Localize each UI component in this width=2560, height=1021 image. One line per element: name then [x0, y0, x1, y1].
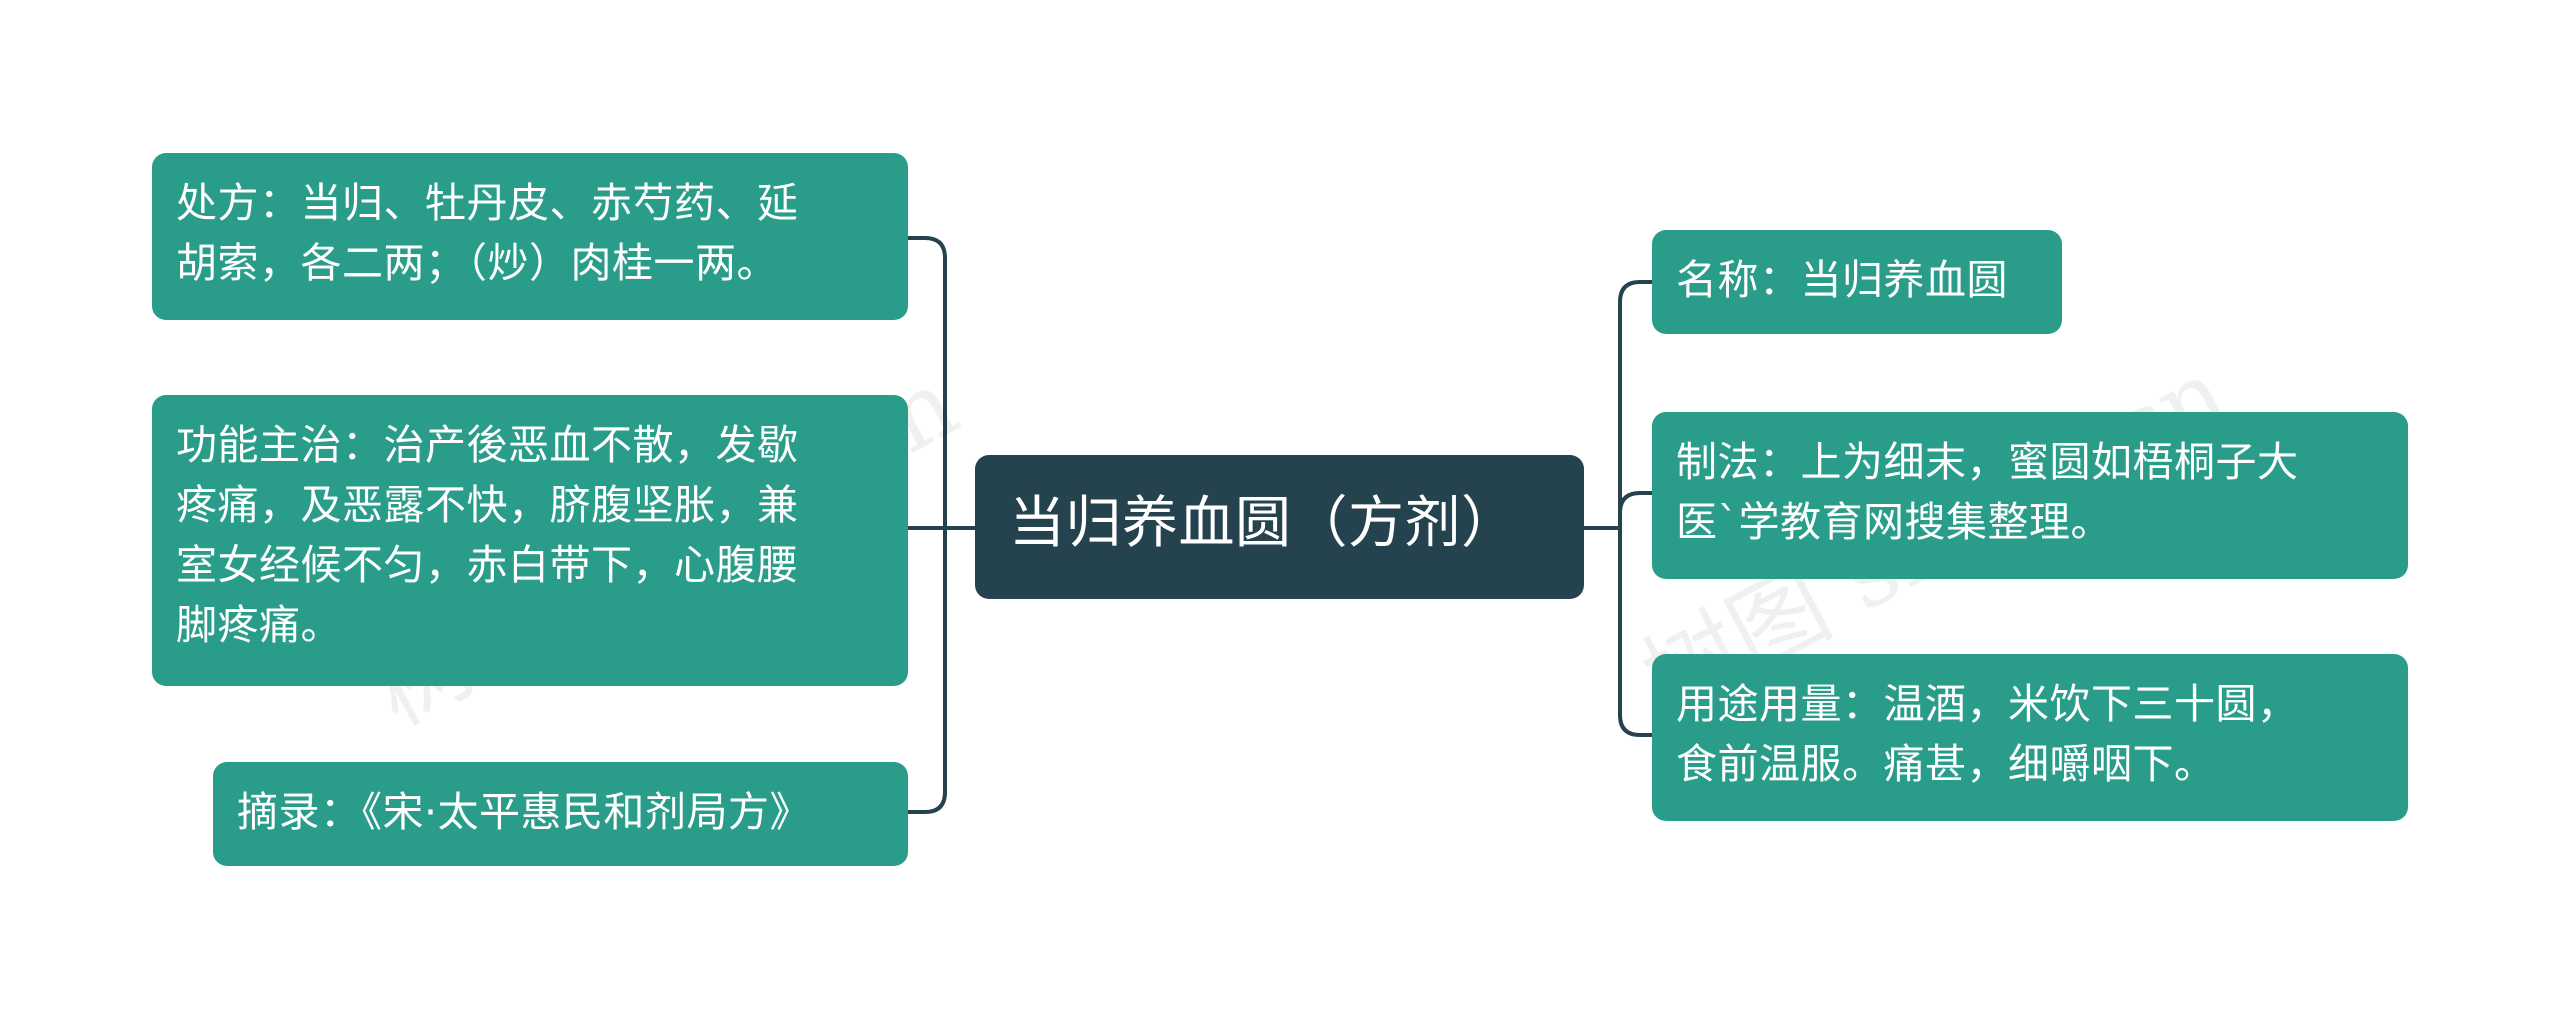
connector-right-3: [1618, 526, 1654, 737]
branch-indications[interactable]: 功能主治：治产後恶血不散，发歇 疼痛，及恶露不快，脐腹坚胀，兼 室女经候不匀，赤…: [152, 395, 908, 686]
connector-right-2: [1618, 491, 1654, 530]
branch-preparation[interactable]: 制法：上为细末，蜜圆如梧桐子大 医`学教育网搜集整理。: [1652, 412, 2408, 579]
connector-left-3: [906, 526, 947, 814]
branch-usage[interactable]: 用途用量：温酒，米饮下三十圆， 食前温服。痛甚，细嚼咽下。: [1652, 654, 2408, 821]
root-node[interactable]: 当归养血圆（方剂）: [975, 455, 1584, 599]
branch-source[interactable]: 摘录：《宋·太平惠民和剂局方》: [213, 762, 908, 866]
connector-right-1: [1618, 280, 1654, 530]
branch-prescription[interactable]: 处方：当归、牡丹皮、赤芍药、延 胡索，各二两；（炒）肉桂一两。: [152, 153, 908, 320]
branch-name[interactable]: 名称：当归养血圆: [1652, 230, 2062, 334]
connector-left-1: [906, 236, 947, 530]
